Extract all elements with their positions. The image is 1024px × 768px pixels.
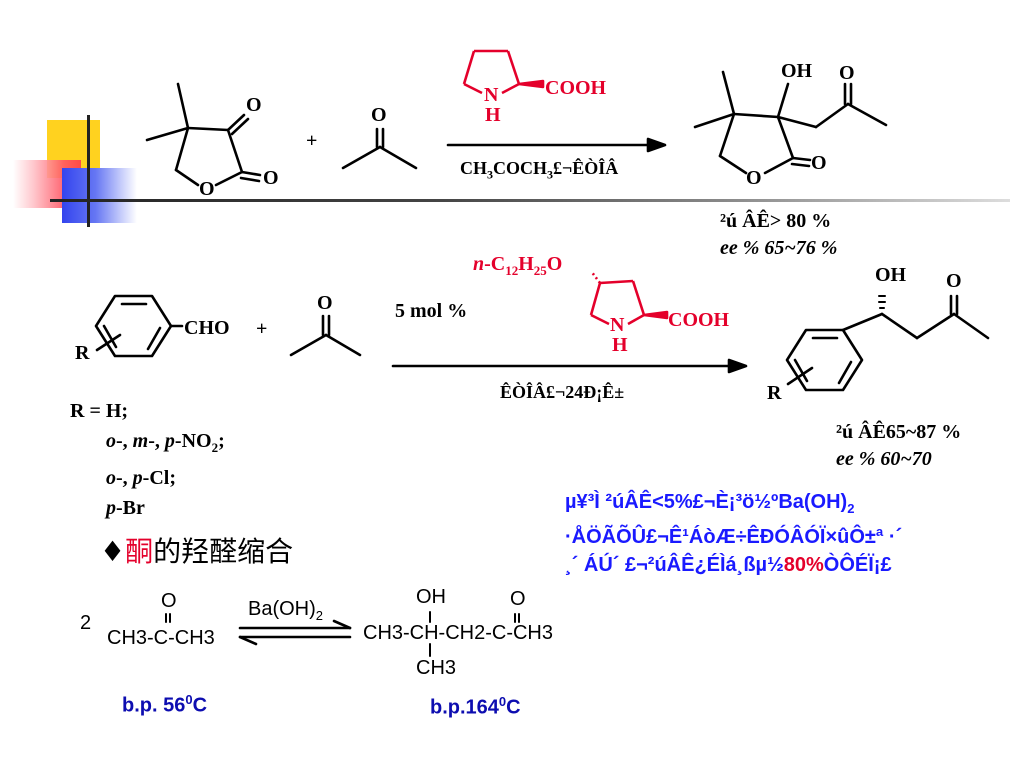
- reactant-oxygen: O: [161, 590, 177, 612]
- proline-nitrogen-2: N: [610, 314, 625, 336]
- product-hydroxyl-2: OH: [875, 264, 907, 286]
- reaction-arrow-2: [391, 358, 748, 374]
- proline-nh-2: H: [612, 334, 628, 356]
- note-line-1: µ¥³Ì ²úÂÊ<5%£¬È¡³ö½ºBa(OH)2: [565, 491, 855, 516]
- proline-nh-1: H: [485, 104, 501, 126]
- ee-2: ee % 60~70: [836, 448, 932, 470]
- aldol-product-branch: CH3: [416, 657, 457, 679]
- yield-1: ²ú ÂÊ> 80 %: [720, 210, 832, 232]
- aldol-product-formula: CH3-CH-CH2-C-CH3: [363, 622, 553, 644]
- product-ketone-oxygen-2: O: [946, 270, 962, 292]
- r-definitions: R = H; o-, m-, p-NO2; o-, p-Cl; p-Br: [70, 396, 225, 523]
- r-def-line-4: p-Br: [106, 497, 145, 519]
- section-heading: ♦酮的羟醛缩合: [100, 530, 293, 570]
- product-structure-2: [785, 294, 990, 392]
- proline-ring-2: [589, 270, 669, 326]
- hashed-wedge: [878, 295, 886, 309]
- product-ring-oxygen-1: O: [746, 167, 762, 189]
- deco-blue-block: [62, 168, 137, 223]
- ring-ketone-oxygen: O: [246, 94, 262, 116]
- proline-nitrogen-1: N: [484, 84, 499, 106]
- acetone-oxygen-2: O: [317, 292, 333, 314]
- deco-horizontal-line: [50, 199, 1010, 202]
- plus-sign-2: +: [256, 318, 268, 340]
- deco-vertical-line: [87, 115, 90, 227]
- note-line-3: ¸´ ÁÚ´ £¬²úÂÊ¿ÉÌá¸ßµ½80%ÒÔÉÏ¡£: [565, 554, 892, 576]
- acetone-structure-2: [289, 314, 362, 357]
- conditions-2: ÊÒÎÂ£¬24Ð¡Ê±: [500, 382, 625, 402]
- product-hydroxyl-1: OH: [781, 60, 813, 82]
- proline-cooh-1: COOH: [545, 77, 607, 99]
- aldol-product-o: O: [510, 588, 526, 610]
- heading-bullet-icon: ♦: [100, 535, 126, 568]
- yield-note: µ¥³Ì ²úÂÊ<5%£¬È¡³ö½ºBa(OH)2 ·ÅÖÃÕÛ£¬Ê¹Áò…: [565, 488, 902, 579]
- acetone-oxygen-1: O: [371, 104, 387, 126]
- equilibrium-arrows: [238, 619, 352, 646]
- substituent-r-1: R: [75, 342, 90, 364]
- heading-text: 的羟醛缩合: [153, 535, 294, 568]
- ee-1: ee % 65~76 %: [720, 237, 838, 259]
- aldehyde-group: CHO: [184, 317, 230, 339]
- proline-ring-1: [462, 49, 545, 95]
- r-def-line-1: R = H;: [70, 400, 129, 422]
- boiling-point-product: b.p.1640C: [430, 694, 521, 719]
- reactant-formula: CH3-C-CH3: [107, 627, 215, 649]
- aldol-reagent: Ba(OH)2: [248, 598, 324, 623]
- benzaldehyde-structure: [94, 294, 184, 358]
- heading-red-word: 酮: [125, 535, 154, 568]
- product-lactone-oxygen-1: O: [811, 152, 827, 174]
- aldol-bonds: [165, 611, 520, 657]
- note-highlight: 80%: [783, 554, 824, 576]
- r-def-line-2: o-, m-, p-NO2;: [106, 430, 225, 455]
- r-def-line-3: o-, p-Cl;: [106, 467, 176, 489]
- solvent-conditions-1: CH3COCH3£¬ÊÒÎÂ: [460, 158, 619, 182]
- note-line-2: ·ÅÖÃÕÛ£¬Ê¹ÁòÆ÷ÊÐÓÂÓÏ×ûÔ±ª ·´: [565, 526, 903, 548]
- furandione-structure: [145, 82, 262, 187]
- catalyst-chain: n-C12H25O: [473, 253, 563, 278]
- catalyst-loading: 5 mol %: [395, 300, 468, 322]
- acetone-structure-1: [341, 127, 418, 170]
- product-ketone-oxygen-1: O: [839, 62, 855, 84]
- stoich-coefficient: 2: [80, 612, 92, 634]
- product-structure-1: [693, 70, 888, 175]
- ring-oxygen: O: [199, 178, 215, 200]
- yield-2: ²ú ÂÊ65~87 %: [836, 421, 962, 443]
- lactone-oxygen: O: [263, 167, 279, 189]
- proline-cooh-2: COOH: [668, 309, 730, 331]
- boiling-point-reactant: b.p. 560C: [122, 692, 208, 717]
- substituent-r-2: R: [767, 382, 782, 404]
- reaction-arrow-1: [446, 137, 667, 153]
- plus-sign-1: +: [306, 130, 318, 152]
- aldol-product-oh: OH: [416, 586, 446, 608]
